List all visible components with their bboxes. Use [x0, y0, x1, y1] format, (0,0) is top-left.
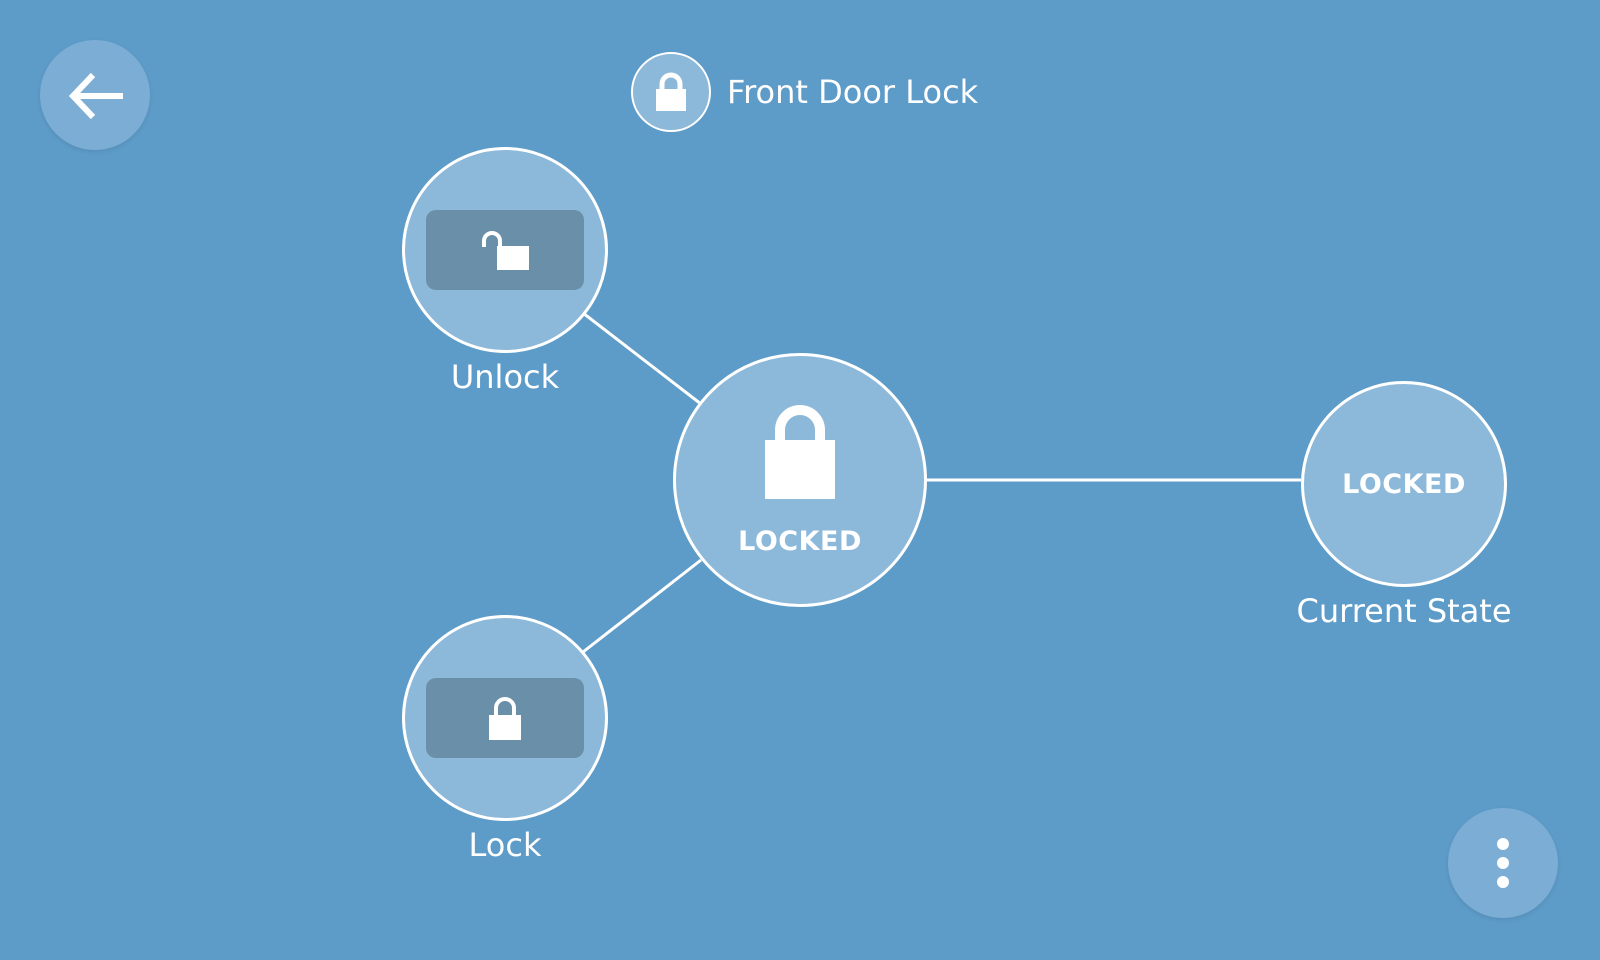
padlock-icon [765, 404, 835, 499]
back-button[interactable] [40, 40, 150, 150]
more-menu-button[interactable] [1448, 808, 1558, 918]
unlock-action-pad [426, 210, 584, 290]
current-state-label: Current State [1296, 592, 1512, 630]
lock-label: Lock [468, 826, 542, 864]
device-header: Front Door Lock [631, 50, 978, 134]
unlock-button[interactable] [402, 147, 608, 353]
current-state-node: LOCKED [1301, 381, 1507, 587]
unlock-label: Unlock [450, 358, 560, 396]
unlocked-padlock-icon [482, 231, 529, 270]
connector-lock [582, 558, 702, 654]
current-state-value: LOCKED [1342, 468, 1466, 500]
page-title: Front Door Lock [727, 73, 979, 111]
lock-button[interactable] [402, 615, 608, 821]
padlock-icon [489, 697, 521, 740]
device-status-text: LOCKED [738, 525, 862, 557]
device-status-node: LOCKED [673, 353, 927, 607]
padlock-icon [631, 52, 711, 132]
vertical-dots-icon [1497, 838, 1509, 888]
lock-action-pad [426, 678, 584, 758]
connector-unlock [582, 311, 702, 406]
arrow-left-icon [68, 72, 123, 120]
